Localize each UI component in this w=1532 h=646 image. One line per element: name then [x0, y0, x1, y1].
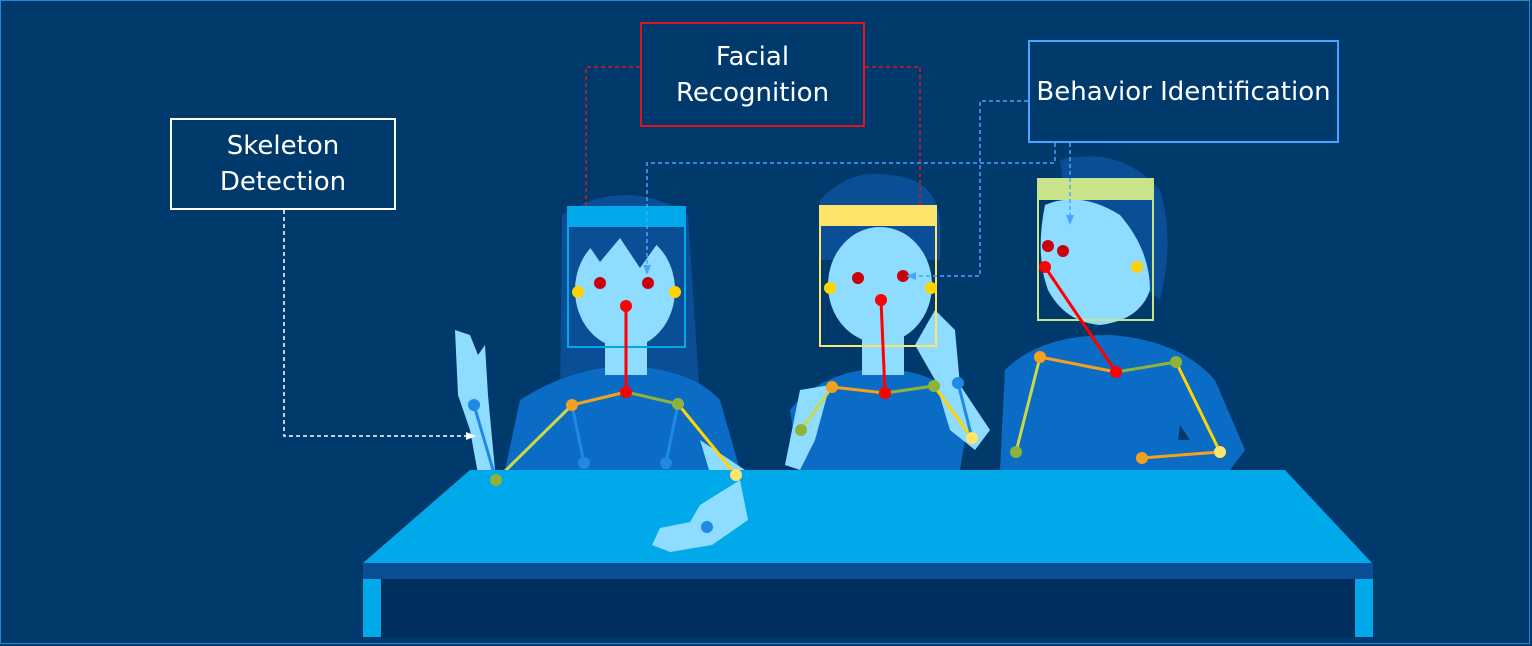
student-2-face-box-header [820, 206, 936, 226]
student-2 [785, 174, 990, 470]
student-3-elbow-left-point [1010, 446, 1022, 458]
student-3 [1000, 156, 1245, 470]
student-1-ear-right-point [669, 286, 681, 298]
table-leg-left [363, 579, 381, 637]
student-3-wrist-point [1136, 452, 1148, 464]
table-leg-right [1355, 579, 1373, 637]
student-1-shoulder-left-point [566, 399, 578, 411]
student-1-neck-point [620, 386, 632, 398]
student-3-nose-point [1039, 261, 1051, 273]
student-3-face-box-header [1038, 179, 1153, 200]
student-3-neck-point [1110, 366, 1122, 378]
student-2-ear-left-point [824, 282, 836, 294]
skeleton-connector [284, 210, 468, 436]
student-1-hip-right-point [660, 457, 672, 469]
student-3-elbow-right-point [1214, 446, 1226, 458]
behavior-identification-label: Behavior Identification [1028, 40, 1339, 143]
student-1-nose-point [620, 300, 632, 312]
facial-connector-left [586, 67, 640, 207]
student-1-wrist-right-point-front [701, 521, 713, 533]
facial-recognition-label: Facial Recognition [640, 22, 865, 127]
student-2-nose-point [875, 294, 887, 306]
student-1-eye-left-point [594, 277, 606, 289]
student-3-eye-left-point [1042, 240, 1054, 252]
table-edge [363, 563, 1373, 579]
student-1-eye-right-point [642, 277, 654, 289]
student-2-shoulder-left-point [826, 381, 838, 393]
student-2-wrist-right-point [952, 377, 964, 389]
student-2-eye-left-point [852, 272, 864, 284]
student-1-elbow-left-point-front [490, 474, 502, 486]
student-1-elbow-right-point-front [730, 469, 742, 481]
skeleton-detection-label: Skeleton Detection [170, 118, 396, 210]
student-2-elbow-left-point [795, 424, 807, 436]
table [363, 469, 1373, 637]
student-3-shoulder-right-point [1170, 356, 1182, 368]
student-1-shoulder-right-point [672, 398, 684, 410]
student-2-elbow-right-point [966, 432, 978, 444]
table-front [363, 579, 1373, 637]
student-2-face [828, 227, 932, 343]
table-top [363, 470, 1372, 563]
student-3-ear-point [1131, 261, 1143, 273]
student-1-ear-left-point [572, 286, 584, 298]
student-3-shoulder-left-point [1034, 351, 1046, 363]
student-1-wrist-left-point [468, 399, 480, 411]
student-1-face-box-header [568, 207, 685, 227]
student-2-shoulder-right-point [928, 380, 940, 392]
student-1-hip-left-point [578, 457, 590, 469]
student-3-eye-right-point [1057, 245, 1069, 257]
student-2-neck-point [879, 387, 891, 399]
student-2-ear-right-point [925, 282, 937, 294]
